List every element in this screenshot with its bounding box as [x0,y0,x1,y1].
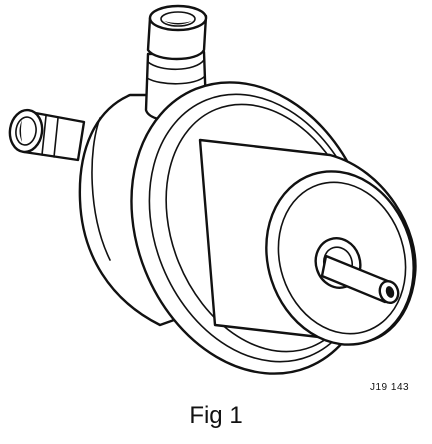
side-inlet-pipe [8,108,86,162]
figure-caption: Fig 1 [189,402,243,429]
fuel-pressure-regulator-icon [8,4,417,375]
vacuum-nipple [314,237,400,305]
reference-code: J19 143 [370,382,410,393]
